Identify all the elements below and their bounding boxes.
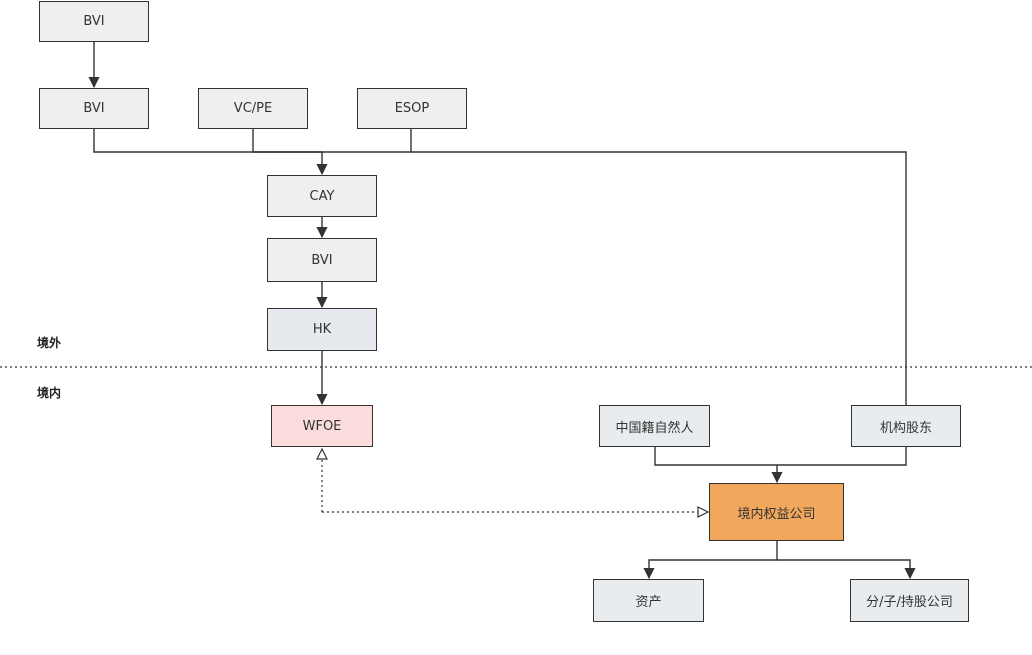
node-subsidiary[interactable]: 分/子/持股公司	[850, 579, 969, 622]
edge-domestic-to-subsidiary	[777, 559, 916, 580]
node-domestic-company[interactable]: 境内权益公司	[709, 483, 844, 541]
node-cay[interactable]: CAY	[267, 175, 377, 217]
node-assets[interactable]: 资产	[593, 579, 704, 622]
edge-domestic-to-assets	[643, 541, 778, 580]
node-wfoe[interactable]: WFOE	[271, 405, 373, 447]
onshore-label: 境内	[37, 386, 62, 400]
node-bvi-sub[interactable]: BVI	[267, 238, 377, 282]
node-individual[interactable]: 中国籍自然人	[599, 405, 710, 447]
edge-institutional-to-domestic	[777, 447, 907, 466]
edge-bvi-mid-to-cay	[93, 129, 322, 153]
edge-esop-to-cay	[322, 129, 412, 153]
node-bvi-mid[interactable]: BVI	[39, 88, 149, 129]
node-vcpe[interactable]: VC/PE	[198, 88, 308, 129]
node-bvi-top[interactable]: BVI	[39, 1, 149, 42]
edge-vcpe-to-cay	[252, 129, 322, 153]
edge-esop-to-institutional	[411, 151, 907, 405]
edge-individual-to-domestic	[654, 447, 777, 466]
offshore-label: 境外	[37, 336, 62, 350]
node-esop[interactable]: ESOP	[357, 88, 467, 129]
node-hk[interactable]: HK	[267, 308, 377, 351]
node-institutional[interactable]: 机构股东	[851, 405, 961, 447]
